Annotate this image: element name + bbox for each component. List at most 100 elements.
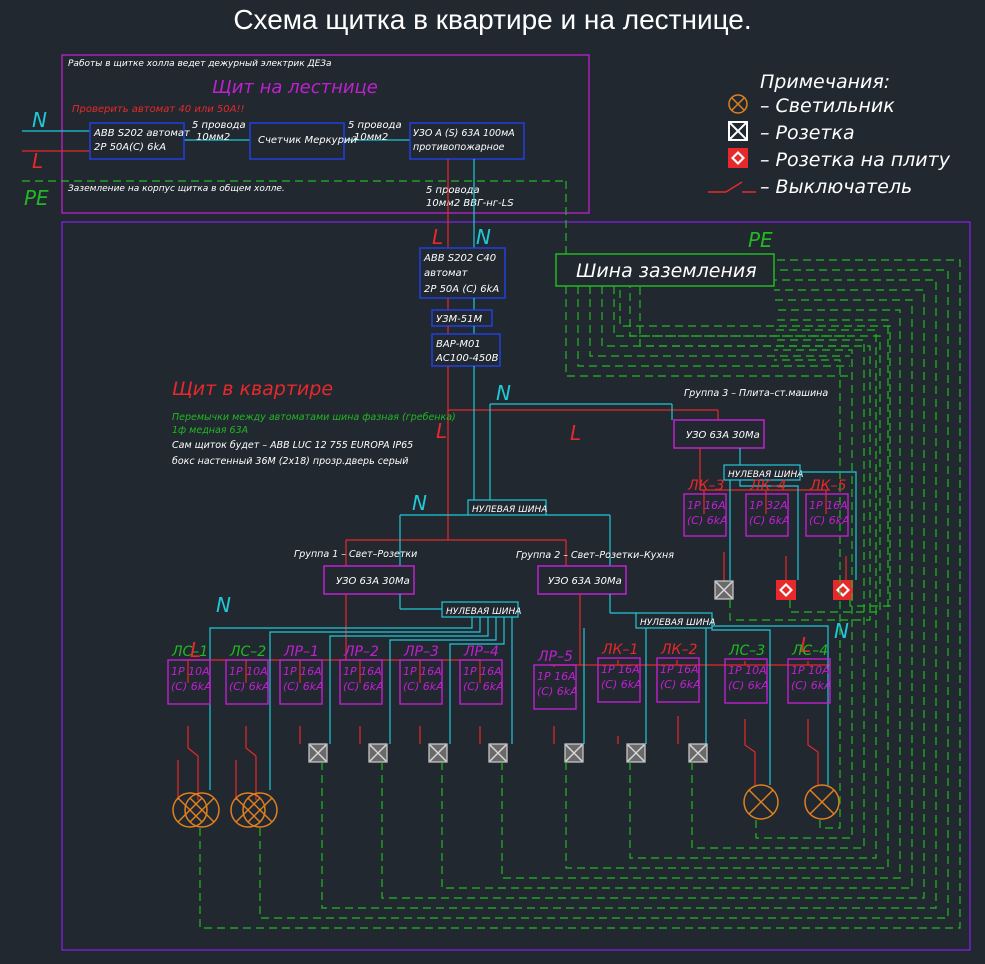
breaker-name: ЛР–4 [463,644,499,660]
breaker-rating: 1P 16A [809,499,848,512]
apt-panel-label: Щит в квартире [172,378,333,400]
svg-text:10мм2: 10мм2 [196,132,230,143]
svg-text:N: N [496,381,511,405]
breaker-rating: 1P 32A [749,499,788,512]
stair-top-note: Работы в щитке холла ведет дежурный элек… [68,59,332,69]
branch-breaker-1-4: ЛР–21P 16A(C) 6kA [339,644,384,705]
socket-icon [428,743,448,763]
socket-icon [564,743,584,763]
breaker-name: ЛС–1 [171,644,208,660]
svg-text:бокс настенный 36М (2х18) проз: бокс настенный 36М (2х18) прозр.дверь се… [172,456,408,467]
breaker-curve: (C) 6kA [791,679,832,692]
svg-text:L: L [190,638,201,662]
breaker-rating: 1P 16A [687,499,726,512]
breaker-curve: (C) 6kA [283,680,324,693]
breaker-curve: (C) 6kA [728,679,769,692]
stair-breaker [89,122,185,160]
branch-breaker-3-3: ЛК–51P 16A(C) 6kA [805,478,850,537]
svg-text:УЗО А (S) 63А 100мА: УЗО А (S) 63А 100мА [413,128,515,139]
stair-earth-note: Заземление на корпус щитка в общем холле… [68,184,285,194]
lamp-icon [743,784,779,820]
breaker-curve: (C) 6kA [171,680,212,693]
svg-text:УЗМ-51М: УЗМ-51М [436,314,482,325]
stair-panel: Работы в щитке холла ведет дежурный элек… [22,54,590,214]
svg-text:УЗО 63А 30Ма: УЗО 63А 30Ма [336,576,410,587]
svg-text:УЗО 63А 30Ма: УЗО 63А 30Ма [548,576,622,587]
branch-breaker-1-3: ЛР–1 1P 16A (C) 6kA [279,644,324,705]
stair-warning: Проверить автомат 40 или 50А!! [72,104,244,115]
branch-breaker-2-1: ЛР–5 1P 16A (C) 6kA [533,649,578,710]
stair-pe-letter: PE [24,186,49,210]
branch-breaker-2-2: ЛК–1 1P 16A (C) 6kA [597,642,642,703]
breaker-curve: (C) 6kA [537,685,578,698]
svg-text:автомат: автомат [424,268,469,279]
socket-icon [308,743,328,763]
branch-breaker-1-6: ЛР–41P 16A(C) 6kA [459,644,504,705]
branch-breaker-2-3: ЛК–21P 16A(C) 6kA [656,642,701,703]
svg-text:N: N [412,491,427,515]
breaker-name: ЛР–5 [537,649,573,665]
breaker-curve: (C) 6kA [601,678,642,691]
group1-label: Группа 1 – Свет–Розетки [294,549,417,560]
voltage-relay-uzm [431,309,493,327]
svg-text:AC100-450В: AC100-450В [435,353,499,364]
svg-text:НУЛЕВАЯ ШИНА: НУЛЕВАЯ ШИНА [728,470,803,480]
svg-text:УЗО 63А 30Ма: УЗО 63А 30Ма [686,430,760,441]
svg-text:НУЛЕВАЯ ШИНА: НУЛЕВАЯ ШИНА [640,618,715,628]
branch-breaker-1-2: ЛС–21P 10A(C) 6kA [225,644,270,705]
socket-icon [368,743,388,763]
svg-text:5 провода: 5 провода [426,185,480,196]
breaker-name: ЛК–3 [687,478,724,494]
svg-text:5 провода: 5 провода [192,120,246,131]
branch-breaker-3-2: ЛК–41P 32A(C) 6kA [745,478,790,537]
stair-n-letter: N [32,108,47,132]
svg-text:НУЛЕВАЯ ШИНА: НУЛЕВАЯ ШИНА [472,505,547,515]
svg-text:ABB S202 автомат: ABB S202 автомат [93,128,191,139]
switch-icon [708,181,756,193]
breaker-curve: (C) 6kA [809,514,850,527]
breaker-rating: 1P 16A [283,665,322,678]
breaker-rating: 1P 10A [728,664,767,677]
group2-rcd [537,565,627,595]
stair-panel-label: Щит на лестнице [212,77,378,98]
breaker-name: ЛР–1 [283,644,319,660]
group3-label: Группа 3 – Плита–ст.машина [684,388,828,399]
breaker-curve: (C) 6kA [343,680,384,693]
breaker-curve: (C) 6kA [463,680,504,693]
breaker-curve: (C) 6kA [229,680,270,693]
socket-icon [728,121,748,141]
legend-lamp-label: – Светильник [760,95,895,117]
svg-text:Счетчик Меркурий: Счетчик Меркурий [258,135,357,146]
earth-bus-label: Шина заземления [576,260,757,282]
breaker-name: ЛК–1 [601,642,638,658]
socket-icon [714,580,734,600]
svg-text:ABB S202 C40: ABB S202 C40 [423,253,496,264]
svg-text:Сам щиток будет – ABB LUC 12 7: Сам щиток будет – ABB LUC 12 755 EUROPA … [172,440,413,451]
electric-meter [249,122,345,160]
breaker-rating: 1P 16A [601,663,640,676]
apartment-panel [61,221,971,951]
breaker-rating: 1P 10A [791,664,830,677]
breaker-rating: 1P 16A [537,670,576,683]
breaker-curve: (C) 6kA [403,680,444,693]
page-title: Схема щитка в квартире и на лестнице. [233,4,752,35]
apt-pe-letter: PE [748,228,773,252]
stair-rcd [409,122,525,160]
breaker-rating: 1P 10A [171,665,210,678]
stove-socket-icon [728,148,748,168]
svg-text:2P 50A(C) 6kA: 2P 50A(C) 6kA [94,142,166,153]
breaker-name: ЛР–2 [343,644,379,660]
legend-socket-label: – Розетка [760,122,855,144]
breaker-curve: (C) 6kA [660,678,701,691]
legend-heading: Примечания: [760,71,890,93]
svg-text:L: L [432,225,443,249]
breaker-rating: 1P 10A [229,665,268,678]
svg-text:10мм2: 10мм2 [354,132,388,143]
svg-text:1ф медная 63А: 1ф медная 63А [172,425,248,436]
svg-text:НУЛЕВАЯ ШИНА: НУЛЕВАЯ ШИНА [446,607,521,617]
stove-socket-icon [776,580,796,600]
group2-neutral-bus [635,612,713,629]
svg-text:ВАР-М01: ВАР-М01 [436,339,481,350]
breaker-name: ЛК–4 [749,478,786,494]
